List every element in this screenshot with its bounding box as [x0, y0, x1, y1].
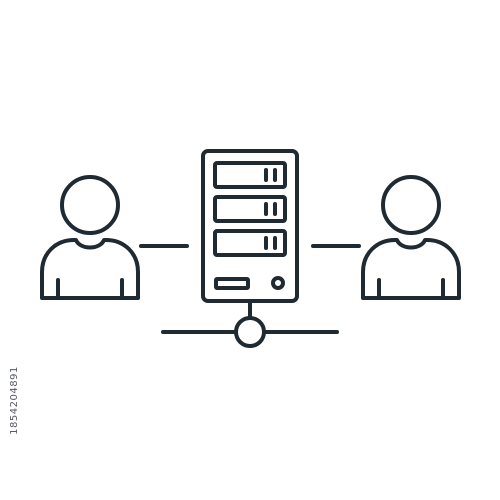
network-node-icon: [161, 299, 339, 348]
server-drive-bay-1: [213, 161, 287, 189]
server-icon: [201, 149, 299, 303]
server-power-button: [271, 276, 285, 290]
server-disk-slot: [214, 277, 250, 290]
left-user-head: [60, 175, 120, 235]
server-drive-bay-3: [213, 229, 287, 257]
right-user-icon: [361, 175, 461, 300]
left-user-body: [40, 238, 140, 300]
right-user-body: [361, 238, 461, 300]
stock-image-id: 1854204891: [8, 366, 20, 435]
left-user-icon: [40, 175, 140, 300]
right-user-head: [381, 175, 441, 235]
server-drive-bay-2: [213, 195, 287, 223]
network-node-circle: [234, 316, 266, 348]
